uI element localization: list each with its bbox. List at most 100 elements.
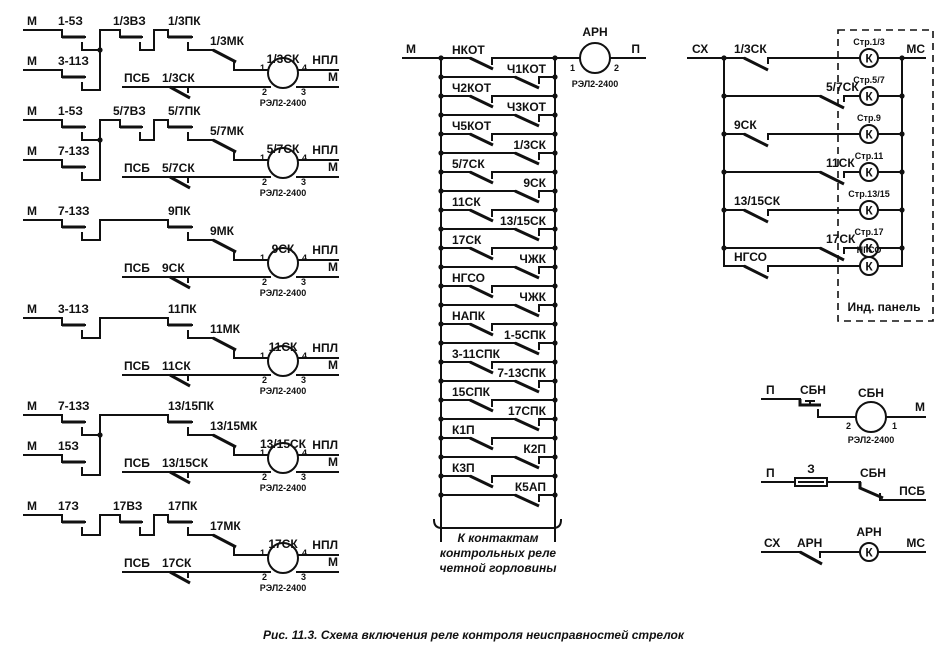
contact-blade: [858, 482, 884, 500]
branch-wire: [491, 57, 556, 65]
contact-blade: [514, 227, 540, 242]
branch-wire: [538, 266, 556, 274]
contact-blade: [743, 208, 769, 224]
pin-label: 2: [262, 87, 267, 97]
relay-coil: [267, 345, 299, 377]
contact-blade: [169, 175, 191, 190]
branch-wire: [843, 171, 861, 178]
brace: [432, 518, 563, 529]
output-label: М: [328, 260, 338, 274]
relay-name: 11СК: [269, 340, 298, 354]
panel-label: Инд. панель: [847, 300, 920, 314]
branch-wire: [767, 209, 861, 216]
pin-label: 1: [570, 63, 575, 73]
contact-blade: [469, 56, 494, 71]
branch-wire: [538, 342, 556, 350]
contact-blade: [212, 433, 237, 449]
coil-wire: [187, 471, 271, 478]
contact-label: НГСО: [452, 271, 485, 285]
contact-label: К1П: [452, 423, 475, 437]
contact-label: 13/15СК: [162, 456, 209, 470]
contact-blade: [169, 470, 191, 485]
contact-label: 15З: [58, 439, 79, 453]
contact-blade: [819, 170, 845, 186]
branch-wire: [767, 133, 861, 140]
contact-label: 11СК: [452, 195, 481, 209]
contact-label: 5/7СК: [826, 80, 859, 94]
coil-wire: [233, 349, 269, 359]
contact-blade: [469, 398, 494, 413]
contact-label: 17СК: [162, 556, 192, 570]
input-label: М: [27, 104, 37, 118]
branch-wire: [491, 285, 556, 293]
contact-label: 17СПК: [508, 404, 547, 418]
coil-wire: [233, 546, 269, 556]
branch-wire: [538, 114, 556, 122]
pin-label: 1: [260, 351, 265, 361]
contact-blade: [212, 238, 237, 254]
lamp-symbol: К: [865, 90, 873, 104]
contact-front: [798, 399, 821, 407]
lamp-label: Стр.5/7: [853, 75, 884, 85]
pin-label: 2: [262, 277, 267, 287]
input-label: М: [406, 42, 416, 56]
relay-name: 13/15СК: [260, 437, 307, 451]
contact-label: 7-13З: [58, 144, 90, 158]
contact-label: Ч2КОТ: [452, 81, 492, 95]
contact-wire: [81, 132, 101, 141]
contact-blade: [514, 341, 540, 356]
output-label: М: [328, 555, 338, 569]
contact-wire: [81, 42, 101, 51]
branch-wire: [491, 399, 556, 407]
psb-label: ПСБ: [124, 456, 150, 470]
branch-wire: [491, 209, 556, 217]
contact-label: Ч1КОТ: [507, 62, 547, 76]
branch-wire: [491, 133, 556, 141]
contact-blade: [469, 284, 494, 299]
relay-type: РЭЛ2-2400: [260, 483, 306, 493]
branch-wire: [538, 190, 556, 198]
contact-wire: [139, 29, 155, 51]
contact-blade: [514, 379, 540, 394]
contact-blade: [799, 550, 823, 566]
relay-name: 5/7СК: [267, 142, 300, 156]
contact-label: 17СК: [452, 233, 482, 247]
coil-wire: [233, 61, 269, 71]
coil-wire: [817, 409, 857, 418]
contact-label: 1-5З: [58, 104, 83, 118]
contact-blade: [212, 48, 237, 64]
pin-label: 1: [260, 63, 265, 73]
input-label: М: [27, 499, 37, 513]
pin-label: 3: [301, 572, 306, 582]
contact-wire: [81, 232, 101, 241]
contact-label: 17ВЗ: [113, 499, 142, 513]
contact-blade: [514, 151, 540, 166]
contact-label: 9СК: [734, 118, 757, 132]
contact-label: 17З: [58, 499, 79, 513]
contact-blade: [514, 303, 540, 318]
branch-wire: [491, 361, 556, 369]
contact-label: 3-11СПК: [452, 347, 501, 361]
contact-blade: [469, 436, 494, 451]
lamp-label: Стр.13/15: [848, 189, 889, 199]
contact-wire: [187, 232, 214, 241]
pin-label: 4: [302, 63, 307, 73]
pin-label: 4: [302, 153, 307, 163]
output-wire: [879, 493, 926, 501]
psb-label: ПСБ: [124, 161, 150, 175]
contact-blade: [819, 246, 845, 262]
input-label: М: [27, 204, 37, 218]
contact-wire: [139, 514, 155, 536]
contact-blade: [469, 132, 494, 147]
contact-blade: [514, 75, 540, 90]
lamp-label: Стр.1/3: [853, 37, 884, 47]
branch-wire: [538, 152, 556, 160]
branch-wire: [843, 95, 861, 102]
lamp-symbol: К: [865, 204, 873, 218]
contact-blade: [212, 138, 237, 154]
relay-type: РЭЛ2-2400: [848, 435, 894, 445]
contact-wire: [81, 467, 101, 476]
